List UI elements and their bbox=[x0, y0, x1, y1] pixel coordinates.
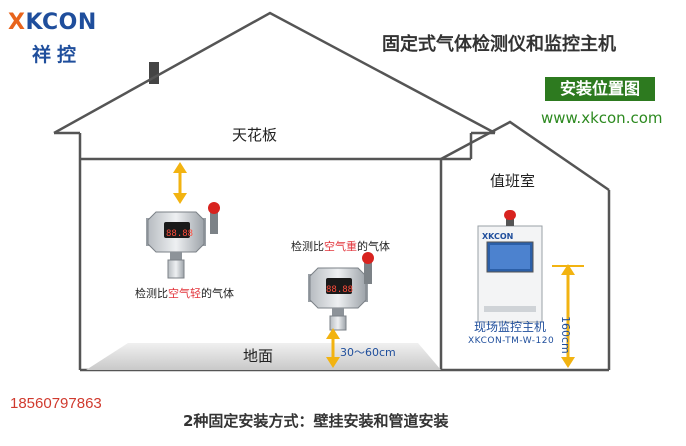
page-title: 固定式气体检测仪和监控主机 bbox=[382, 34, 616, 55]
duty-room-label: 值班室 bbox=[490, 172, 536, 190]
host-logo: XKCON bbox=[482, 232, 514, 241]
floor-label: 地面 bbox=[243, 347, 274, 365]
detector-light-display: 88.88 bbox=[166, 229, 194, 239]
brand-chinese-name: 祥控 bbox=[32, 44, 83, 66]
detector-heavy-caption: 检测比空气重的气体 bbox=[291, 240, 390, 253]
footer-caption: 2种固定安装方式：壁挂安装和管道安装 bbox=[183, 412, 449, 430]
detector-light-caption: 检测比空气轻的气体 bbox=[135, 287, 234, 300]
install-diagram-badge: 安装位置图 bbox=[545, 77, 655, 101]
ceiling-label: 天花板 bbox=[232, 126, 278, 144]
host-label: 现场监控主机 bbox=[474, 320, 547, 334]
host-model: XKCON-TM-W-120 bbox=[468, 336, 555, 346]
floor-gap-arrow bbox=[326, 328, 340, 368]
phone-number: 18560797863 bbox=[10, 395, 102, 412]
website-link[interactable]: www.xkcon.com bbox=[541, 109, 663, 127]
host-height-arrow bbox=[552, 264, 584, 368]
detector-light-gas bbox=[146, 202, 220, 279]
roof-outline bbox=[53, 11, 496, 135]
chimney bbox=[149, 62, 159, 84]
host-height-label: 160cm bbox=[559, 316, 572, 354]
duty-room-roof bbox=[440, 120, 610, 192]
floor-gap-label: 30～60cm bbox=[340, 346, 396, 359]
detector-heavy-display: 88.88 bbox=[326, 285, 354, 295]
detector-heavy-gas bbox=[308, 252, 374, 331]
ceiling-gap-arrow bbox=[173, 162, 187, 204]
floor-surface bbox=[86, 343, 441, 370]
brand-logo: XKCON bbox=[8, 10, 97, 35]
monitoring-host bbox=[477, 210, 543, 323]
